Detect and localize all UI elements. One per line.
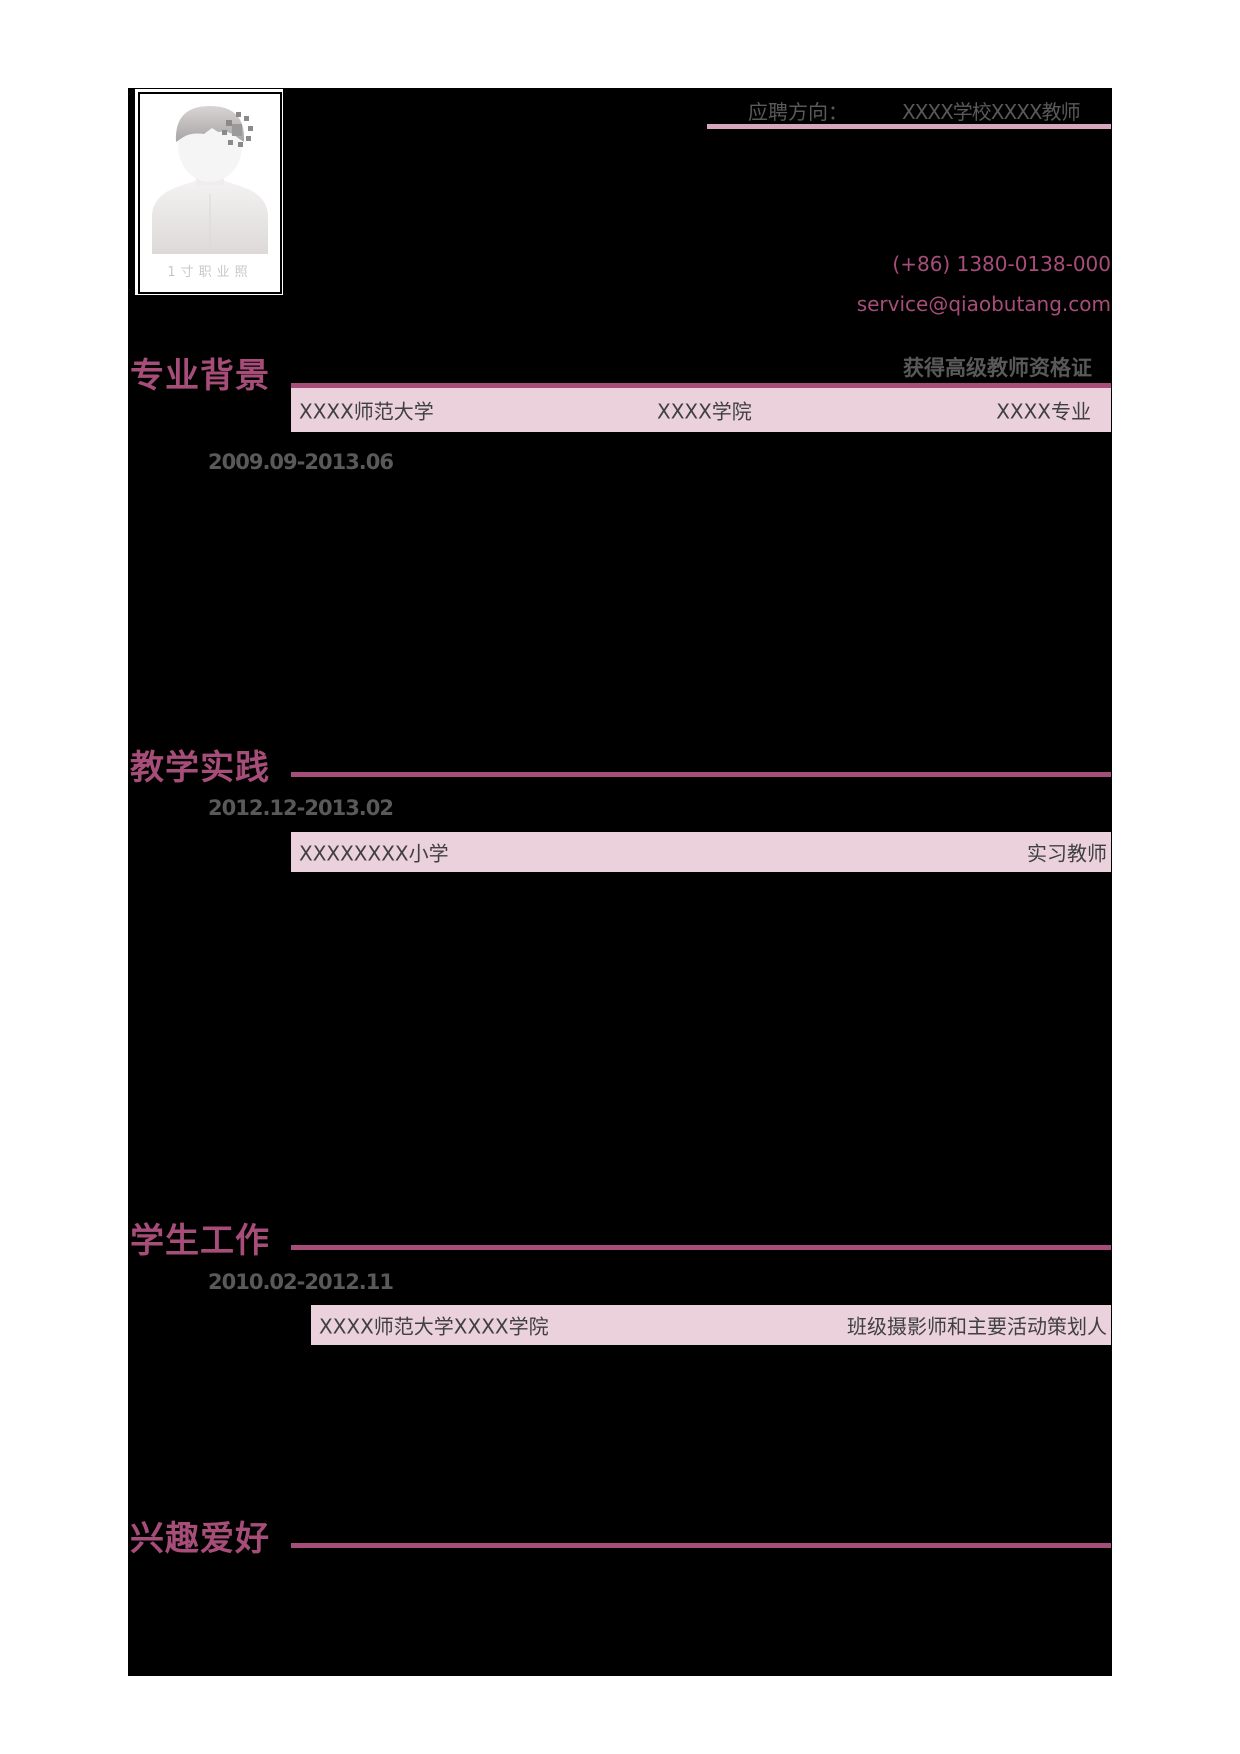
apply-direction-value: XXXX学校XXXX教师 — [902, 100, 1081, 124]
education-college: XXXX学院 — [657, 399, 752, 424]
student-work-date: 2010.02-2012.11 — [208, 1270, 394, 1294]
education-school: XXXX师范大学 — [299, 399, 434, 424]
student-work-band: XXXX师范大学XXXX学院 班级摄影师和主要活动策划人 — [311, 1305, 1111, 1345]
section-line-teaching — [291, 772, 1111, 777]
photo-frame: 1寸职业照 — [135, 89, 283, 295]
student-work-org: XXXX师范大学XXXX学院 — [319, 1314, 549, 1339]
photo-box: 1寸职业照 — [138, 92, 282, 294]
education-band: XXXX师范大学 XXXX学院 XXXX专业 — [291, 388, 1111, 432]
apply-direction-label: 应聘方向： — [748, 100, 848, 124]
phone-number: (+86) 1380-0138-000 — [892, 252, 1111, 276]
section-title-teaching: 教学实践 — [130, 748, 270, 788]
education-date: 2009.09-2013.06 — [208, 450, 394, 474]
section-line-hobbies — [291, 1543, 1111, 1548]
section-title-hobbies: 兴趣爱好 — [130, 1519, 270, 1559]
avatar-placeholder-icon — [152, 106, 268, 254]
photo-caption: 1寸职业照 — [167, 265, 253, 280]
teaching-school: XXXXXXXX小学 — [299, 841, 449, 866]
email-address: service@qiaobutang.com — [856, 292, 1111, 316]
apply-underline — [707, 124, 1111, 129]
student-work-role: 班级摄影师和主要活动策划人 — [847, 1314, 1107, 1339]
certificate-text: 获得高级教师资格证 — [903, 356, 1092, 380]
section-line-education — [291, 383, 1111, 388]
section-title-education: 专业背景 — [130, 356, 270, 396]
resume-page — [128, 88, 1112, 1676]
education-major: XXXX专业 — [996, 399, 1091, 424]
section-line-student-work — [291, 1245, 1111, 1250]
teaching-date: 2012.12-2013.02 — [208, 796, 394, 820]
teaching-band: XXXXXXXX小学 实习教师 — [291, 832, 1111, 872]
teaching-role: 实习教师 — [1027, 841, 1107, 866]
section-title-student-work: 学生工作 — [130, 1221, 270, 1261]
